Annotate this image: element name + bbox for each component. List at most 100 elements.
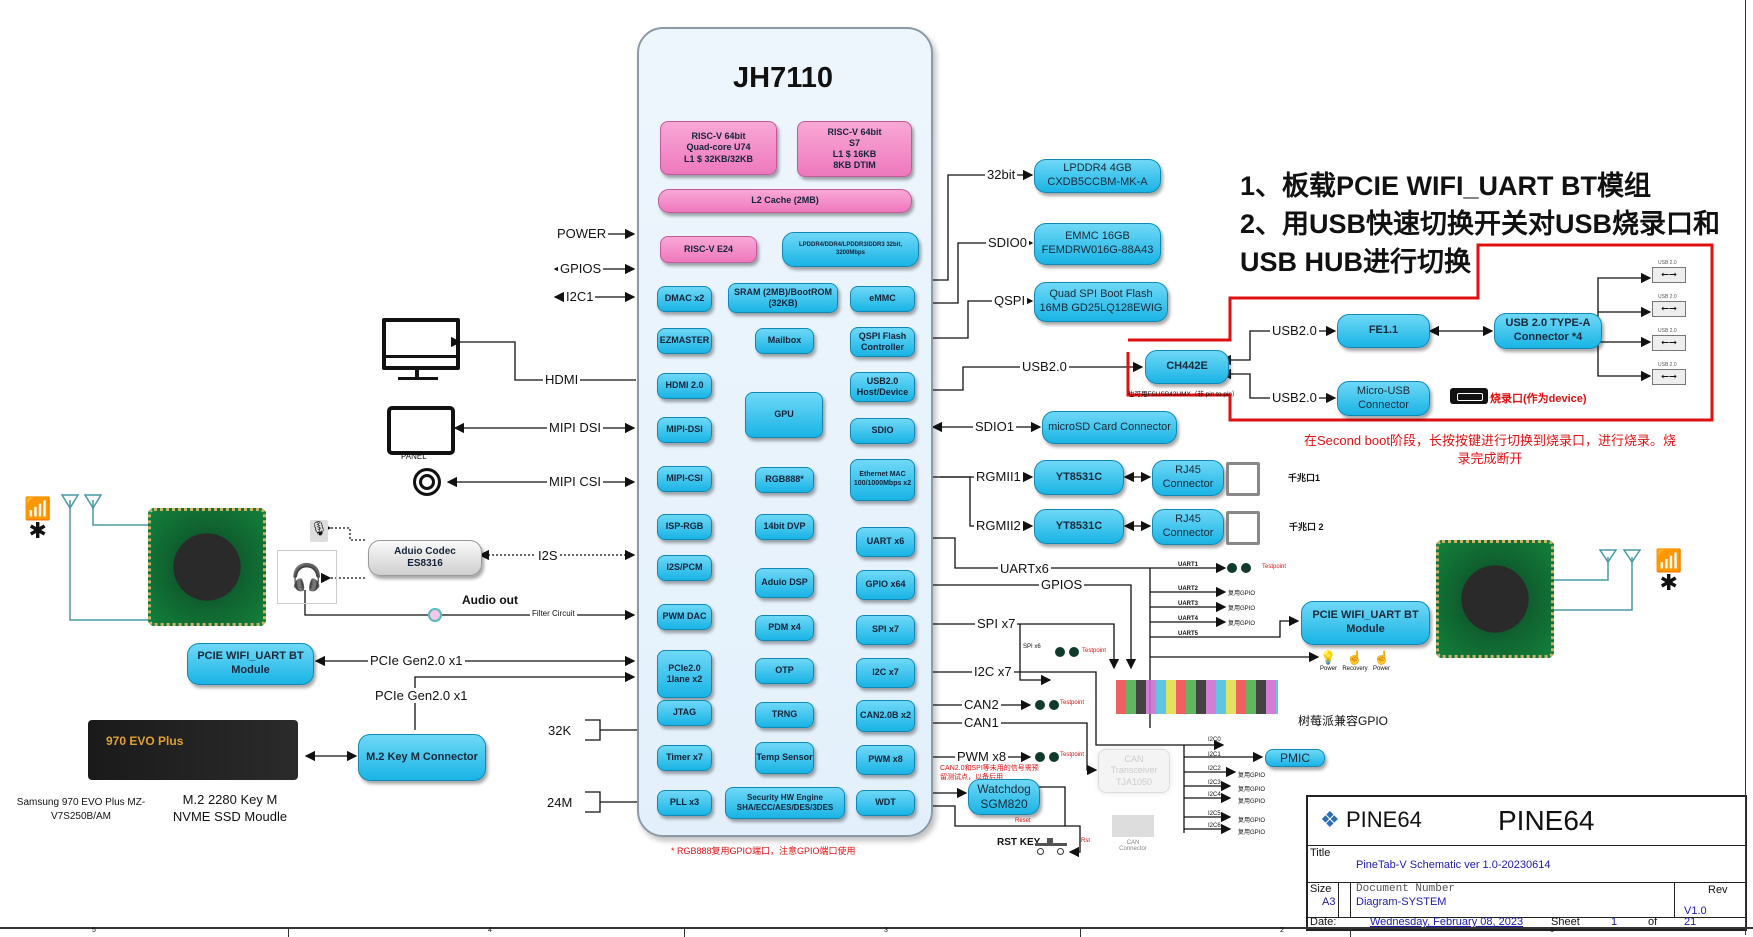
i2c-label: I2C x7 bbox=[972, 664, 1014, 679]
soc-block-left: PCIe2.0 1lane x2 bbox=[657, 650, 712, 698]
recovery-button-icon[interactable]: ☝ bbox=[1346, 650, 1364, 665]
testpoint-pwm: Testpoint bbox=[1060, 752, 1085, 758]
i2c1-label: I2C1 bbox=[564, 289, 596, 304]
docnum-label: Document Number bbox=[1356, 883, 1456, 895]
reuse-gpio-label: 复用GPIO bbox=[1238, 787, 1266, 793]
microphone-icon: 🎙 bbox=[310, 520, 328, 542]
soc-block-mid: Aduio DSP bbox=[755, 568, 814, 598]
power-label: POWER bbox=[555, 226, 609, 241]
i2s-label: I2S bbox=[536, 548, 560, 563]
note-line-1: 1、板载PCIE WIFI_UART BT模组 bbox=[1240, 171, 1652, 201]
title-label: Title bbox=[1310, 847, 1331, 859]
soc-block-right: SDIO bbox=[850, 418, 915, 444]
codec-line: Aduio Codec bbox=[394, 545, 456, 557]
soc-block-right: Ethernet MAC 100/1000Mbps x2 bbox=[850, 459, 915, 501]
soc-block-left: Timer x7 bbox=[657, 745, 712, 771]
emmc-block: EMMC 16GB FEMDRW016G-88A43 bbox=[1034, 223, 1161, 265]
soc-block-right: CAN2.0B x2 bbox=[856, 700, 915, 732]
usb-port-label: USB 2.0 bbox=[1658, 260, 1677, 266]
testpoint-can: Testpoint bbox=[1060, 700, 1085, 706]
i2c-bus-label: I2C2 bbox=[1208, 766, 1221, 772]
ruler-mark: 2 bbox=[1280, 927, 1284, 934]
bus-32bit-label: 32bit bbox=[985, 167, 1018, 182]
power-button-icon[interactable]: ☝ bbox=[1373, 650, 1390, 665]
power-button-label: Power bbox=[1372, 666, 1390, 672]
cpu-s7-line: 8KB DTIM bbox=[833, 160, 876, 171]
fe11-hub-block: FE1.1 bbox=[1337, 314, 1430, 348]
reuse-gpio-label: 复用GPIO bbox=[1228, 606, 1256, 612]
reuse-gpio-label: 复用GPIO bbox=[1228, 621, 1256, 627]
soc-block-left: I2S/PCM bbox=[657, 555, 712, 581]
pine64-logo-icon: ❖ bbox=[1320, 807, 1340, 832]
reset-button-icon[interactable] bbox=[1035, 838, 1067, 855]
rgmii2-label: RGMII2 bbox=[974, 518, 1023, 533]
xtal-24m-label: 24M bbox=[547, 795, 573, 810]
gbe1-label: 千兆口1 bbox=[1288, 473, 1321, 483]
can-transceiver-block: CAN Transceiver TJA1050 bbox=[1098, 749, 1170, 793]
gbe2-label: 千兆口 2 bbox=[1289, 522, 1324, 532]
title-value: PineTab-V Schematic ver 1.0-20230614 bbox=[1356, 859, 1551, 871]
audio-codec-block: Aduio Codec ES8316 bbox=[368, 540, 482, 576]
can-transceiver-line: CAN bbox=[1124, 754, 1144, 765]
rpi-gpio-label: 树莓派兼容GPIO bbox=[1298, 714, 1389, 728]
soc-block-left: HDMI 2.0 bbox=[657, 373, 712, 399]
hdmi-label: HDMI bbox=[543, 372, 581, 387]
rj45-line: RJ45 bbox=[1175, 513, 1201, 526]
soc-block-mid: Mailbox bbox=[755, 328, 814, 354]
soc-block-right: WDT bbox=[856, 790, 915, 816]
soc-block-mid: GPU bbox=[745, 392, 823, 438]
can2-label: CAN2 bbox=[962, 697, 1001, 712]
monitor-icon bbox=[382, 318, 460, 380]
spi6-label: SPI x6 bbox=[1023, 644, 1041, 650]
sdio1-label: SDIO1 bbox=[973, 419, 1017, 434]
reuse-gpio-label: 复用GPIO bbox=[1238, 773, 1266, 779]
mipi-csi-label: MIPI CSI bbox=[547, 474, 604, 489]
qspi-label: QSPI bbox=[992, 293, 1028, 308]
gpios-label: GPIOS bbox=[558, 261, 604, 276]
soc-block-right: USB2.0 Host/Device bbox=[850, 372, 915, 402]
audio-jack-icon bbox=[428, 608, 442, 622]
can1-label: CAN1 bbox=[962, 715, 1001, 730]
phy2-block: YT8531C bbox=[1034, 509, 1124, 544]
usb-port-icon: ⭠⭢ bbox=[1652, 301, 1686, 317]
microsd-block: microSD Card Connector bbox=[1042, 411, 1177, 444]
i2c-bus-label: I2C1 bbox=[1208, 752, 1221, 758]
usb-typea-line: USB 2.0 TYPE-A bbox=[1505, 317, 1591, 330]
cpu-u74-line: RISC-V 64bit bbox=[691, 131, 746, 142]
ddr-controller-block: LPDDR4/DDR4/LPDDR3/DDR3 32bit, 3200Mbps bbox=[782, 232, 919, 267]
sheet-value: 1 bbox=[1611, 916, 1618, 928]
soc-block-mid: OTP bbox=[755, 658, 814, 684]
uart-item-label: UART5 bbox=[1178, 631, 1199, 637]
micro-usb-line: Connector bbox=[1358, 398, 1409, 411]
rst-label: Rst bbox=[1081, 838, 1090, 844]
m2-connector-block: M.2 Key M Connector bbox=[358, 734, 486, 781]
rj45-1-block: RJ45 Connector bbox=[1152, 460, 1224, 496]
soc-block-right: UART x6 bbox=[856, 527, 915, 557]
power-led-icon: 💡 bbox=[1320, 650, 1337, 665]
watchdog-line: SGM820 bbox=[980, 797, 1028, 811]
power-led-label: Power bbox=[1320, 666, 1338, 672]
can-transceiver-line: Transceiver bbox=[1110, 765, 1158, 776]
burn-note-line: 录完成断开 bbox=[1457, 451, 1523, 467]
usb-b-label: USB2.0 bbox=[1270, 390, 1319, 405]
rev-label: Rev bbox=[1708, 884, 1728, 896]
soc-block-right: SPI x7 bbox=[856, 615, 915, 645]
cpu-s7-line: L1 $ 16KB bbox=[832, 149, 877, 159]
note-line-2: 2、用USB快速切换开关对USB烧录口和 bbox=[1240, 209, 1721, 239]
phy1-block: YT8531C bbox=[1034, 460, 1124, 495]
codec-line: ES8316 bbox=[407, 558, 443, 569]
testpoint-uart: Testpoint bbox=[1262, 564, 1287, 570]
date-value: Wednesday, February 08, 2023 bbox=[1370, 916, 1524, 928]
rev-value: V1.0 bbox=[1684, 905, 1707, 917]
usb-typea-line: Connector *4 bbox=[1513, 331, 1583, 343]
soc-block-left: PWM DAC bbox=[657, 604, 712, 630]
i2c-bus-label: I2C6 bbox=[1208, 823, 1221, 829]
can-transceiver-line: TJA1050 bbox=[1115, 776, 1153, 787]
can-connector-label: CAN Connector bbox=[1110, 840, 1156, 852]
ruler-mark: 5 bbox=[92, 927, 96, 934]
emmc-line: FEMDRW016G-88A43 bbox=[1041, 244, 1154, 256]
cpu-s7-block: RISC-V 64bit S7 L1 $ 16KB 8KB DTIM bbox=[797, 121, 912, 177]
i2c-bus-label: I2C4 bbox=[1208, 792, 1221, 798]
soc-block-left: MIPI-DSI bbox=[657, 417, 712, 443]
wifi-module-photo-left bbox=[148, 508, 266, 626]
